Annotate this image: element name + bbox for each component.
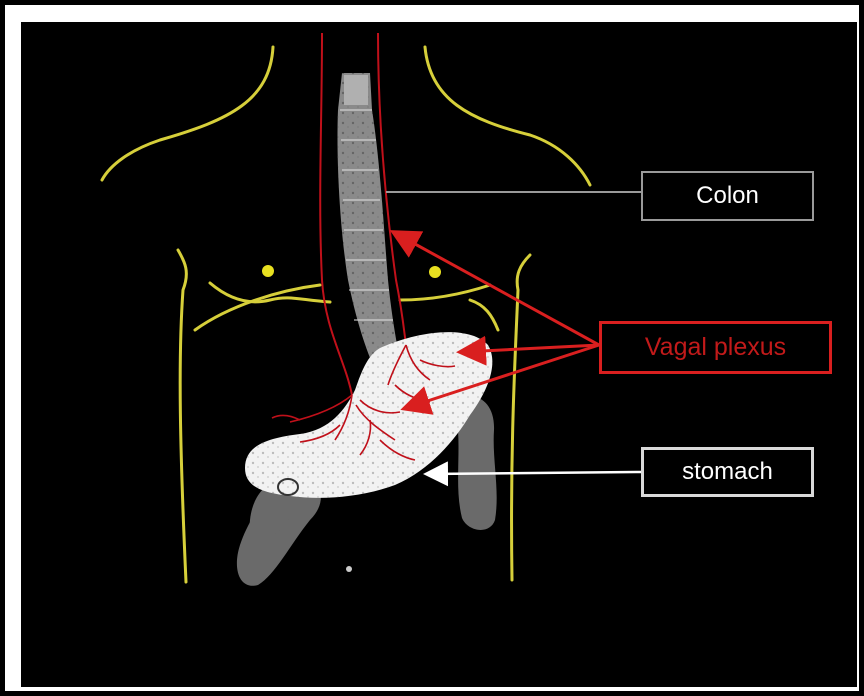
colon-label: Colon <box>641 171 814 221</box>
left-lower-rib-line <box>195 285 320 330</box>
stomach-label: stomach <box>641 447 814 497</box>
left-shoulder-line <box>102 47 273 180</box>
colon-top-segment <box>344 75 368 105</box>
vagal-plexus-label: Vagal plexus <box>599 321 832 374</box>
navel-marker <box>346 566 352 572</box>
right-rib-line <box>400 285 490 300</box>
left-nipple-marker <box>262 265 274 277</box>
right-lower-rib-line <box>470 300 498 330</box>
right-nipple-marker <box>429 266 441 278</box>
left-flank-line <box>178 250 186 582</box>
right-shoulder-line <box>425 47 590 185</box>
colon-column <box>337 73 400 372</box>
